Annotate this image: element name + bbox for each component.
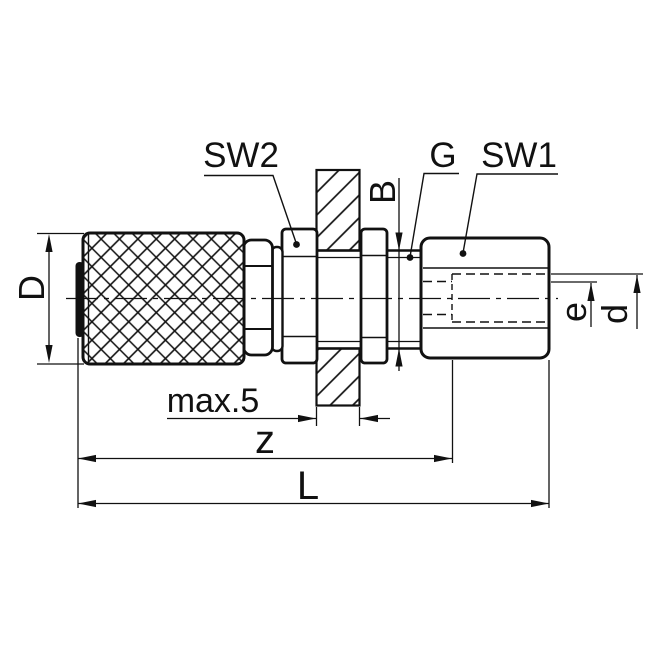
collet-nut	[242, 238, 274, 357]
dim-D: D	[11, 232, 84, 365]
hose-end-cap	[75, 262, 84, 337]
dim-d: d	[551, 273, 643, 329]
label-D: D	[11, 275, 52, 301]
dim-L-arrow-left	[78, 499, 96, 508]
dim-D-arrow-down	[45, 345, 53, 363]
panel-wall-lower	[315, 347, 361, 407]
label-d: d	[594, 304, 635, 324]
label-z: z	[255, 418, 275, 462]
collet-body	[242, 238, 274, 357]
dim-max5-arrow-right	[298, 414, 316, 423]
label-SW1: SW1	[481, 136, 557, 175]
label-L: L	[297, 464, 319, 508]
sw2-nut-body	[280, 227, 319, 365]
leader-SW1-dot	[459, 250, 467, 257]
dim-D-arrow-up	[45, 234, 53, 252]
leader-SW1	[462, 173, 558, 254]
leader-G-dot	[406, 254, 414, 261]
leader-G	[409, 172, 459, 258]
dim-z: z	[78, 360, 454, 463]
callout-SW1: SW1	[459, 136, 558, 257]
bulkhead-locknut	[359, 227, 389, 365]
locknut-body	[359, 227, 389, 365]
label-G: G	[429, 136, 456, 175]
dim-B: B	[362, 178, 403, 371]
leader-SW2	[204, 174, 298, 245]
callout-G: G	[406, 136, 459, 261]
label-max5: max.5	[167, 382, 260, 420]
panel-wall-upper	[315, 168, 361, 252]
dim-max5: max.5	[167, 382, 390, 426]
dim-L-arrow-right	[531, 499, 549, 508]
dim-d-arrow-up	[633, 275, 641, 293]
dim-B-arrow-down	[395, 232, 403, 251]
dim-z-arrow-right	[434, 454, 452, 463]
dim-e-arrow-up	[587, 283, 595, 301]
sw2-hex-nut	[280, 227, 319, 365]
label-B: B	[362, 180, 403, 204]
dim-L: L	[77, 338, 550, 508]
label-SW2: SW2	[203, 136, 279, 175]
callout-SW2: SW2	[203, 136, 300, 248]
dim-e: e	[551, 281, 597, 327]
label-e: e	[553, 302, 594, 322]
dim-B-arrow-up	[395, 348, 403, 367]
panel-wall	[315, 168, 361, 407]
dim-z-arrow-left	[78, 454, 96, 463]
dim-max5-arrow-left	[360, 414, 378, 423]
leader-SW2-dot	[293, 241, 300, 248]
